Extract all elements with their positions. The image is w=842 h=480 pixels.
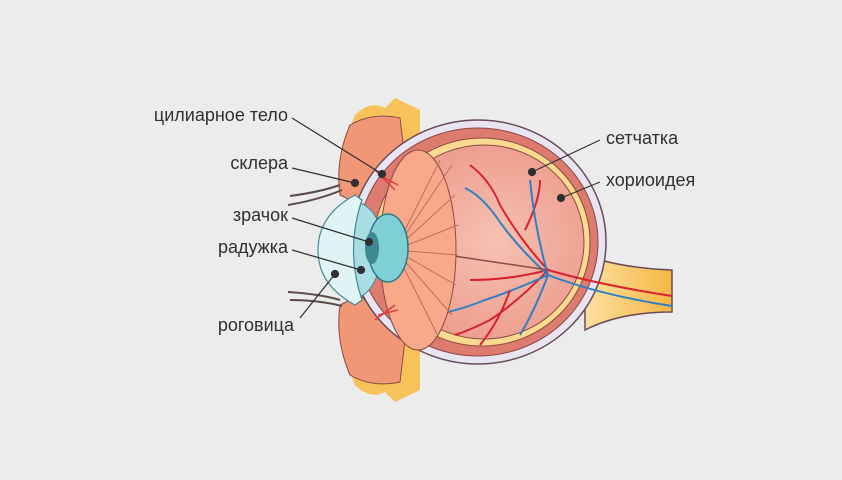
label-choroid: хориоидея: [606, 170, 696, 190]
label-ciliary-body: цилиарное тело: [153, 105, 288, 125]
eyelashes: [287, 184, 343, 307]
optic-nerve: [584, 253, 673, 332]
leader-lines: [291, 117, 601, 319]
label-iris: радужка: [217, 237, 288, 257]
pupil-shape: [365, 232, 379, 264]
label-cornea: роговица: [217, 315, 294, 335]
lower-eyelid: [338, 294, 420, 402]
blood-vessels: [447, 164, 673, 346]
label-sclera: склера: [230, 153, 288, 173]
label-pupil: зрачок: [232, 205, 288, 225]
label-retina: сетчатка: [606, 128, 679, 148]
